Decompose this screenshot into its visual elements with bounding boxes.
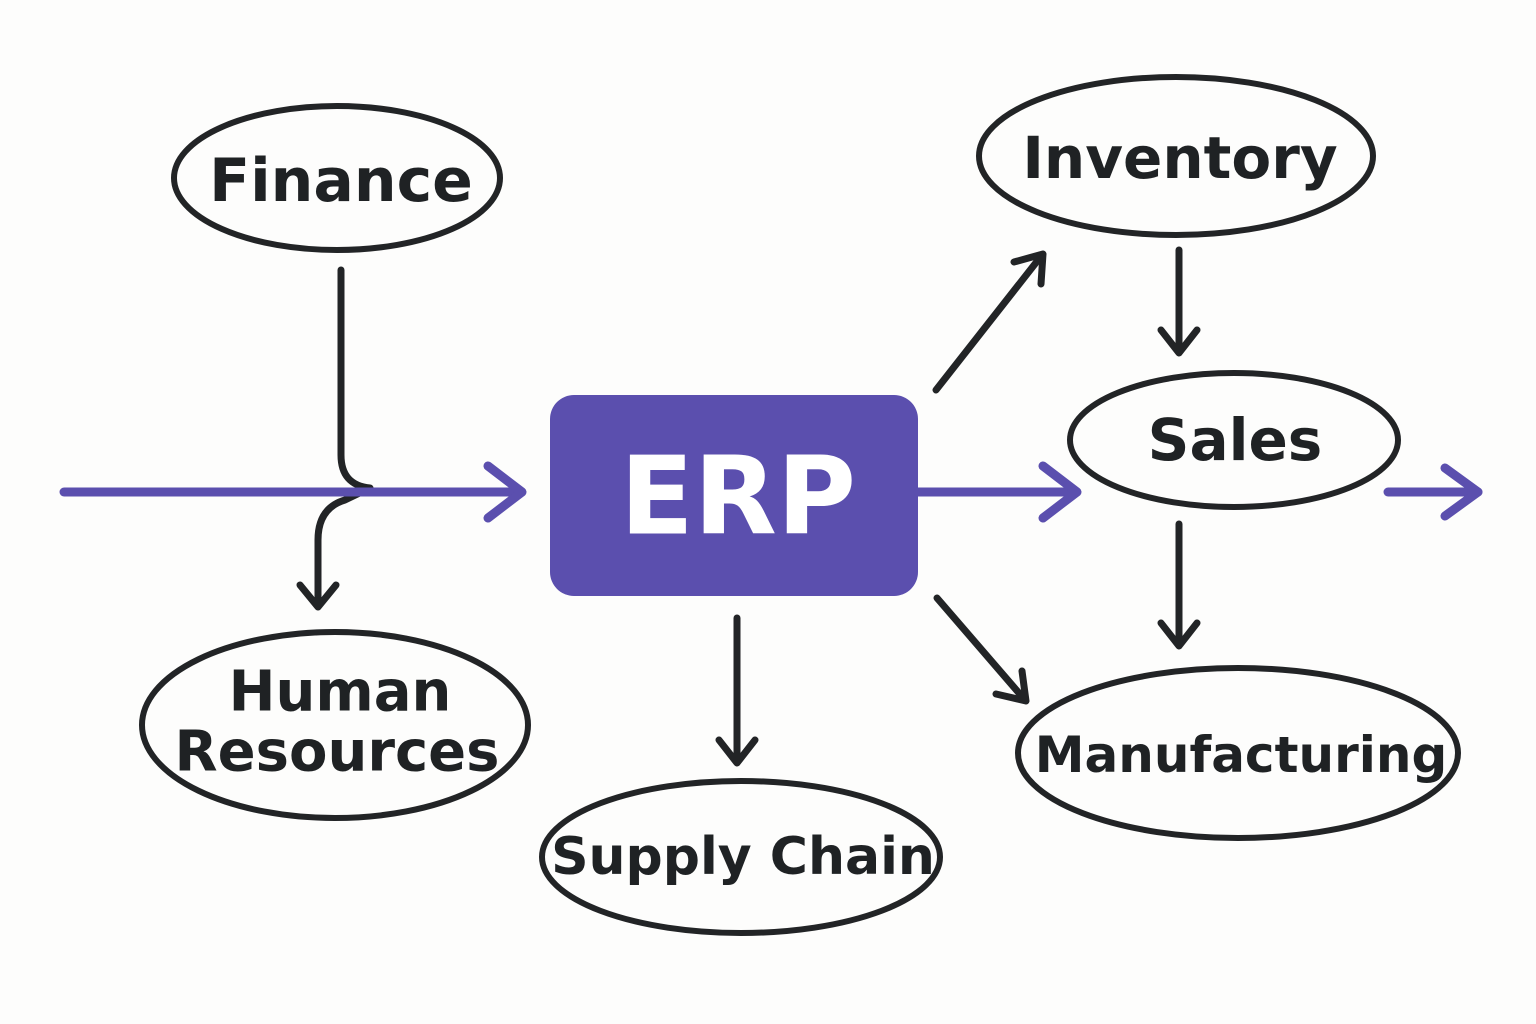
sales-label: Sales <box>1148 406 1323 474</box>
supply-chain-label: Supply Chain <box>551 827 935 887</box>
arrowhead-output <box>1440 463 1483 521</box>
node-human-resources: Human Resources <box>139 629 531 821</box>
arrowhead-sales-purple <box>1038 461 1082 523</box>
edge-finance-to-hr <box>314 266 374 609</box>
edge-erp-to-manufacturing <box>933 594 1029 704</box>
finance-label: Finance <box>209 146 473 216</box>
node-supply-chain: Supply Chain <box>539 778 943 936</box>
node-finance: Finance <box>171 103 503 253</box>
erp-box <box>550 395 918 596</box>
arrowhead-manufacturing-vert <box>1157 619 1201 650</box>
erp-label: ERP <box>620 435 856 560</box>
human-resources-label-line1: Human <box>229 660 452 725</box>
arrowhead-erp-input <box>483 461 527 523</box>
node-sales: Sales <box>1067 370 1401 510</box>
edge-erp-to-inventory <box>932 251 1046 394</box>
arrowhead-manufacturing-diag <box>992 667 1030 705</box>
inventory-label: Inventory <box>1022 124 1337 192</box>
human-resources-label-line2: Resources <box>175 720 500 785</box>
node-inventory: Inventory <box>976 74 1376 238</box>
arrowhead-inventory <box>1010 250 1047 288</box>
arrowhead-sales-black <box>1157 326 1201 357</box>
arrowhead-supply-chain <box>715 736 759 767</box>
node-manufacturing: Manufacturing <box>1015 665 1461 841</box>
manufacturing-label: Manufacturing <box>1035 726 1448 784</box>
arrowhead-hr <box>296 581 340 611</box>
